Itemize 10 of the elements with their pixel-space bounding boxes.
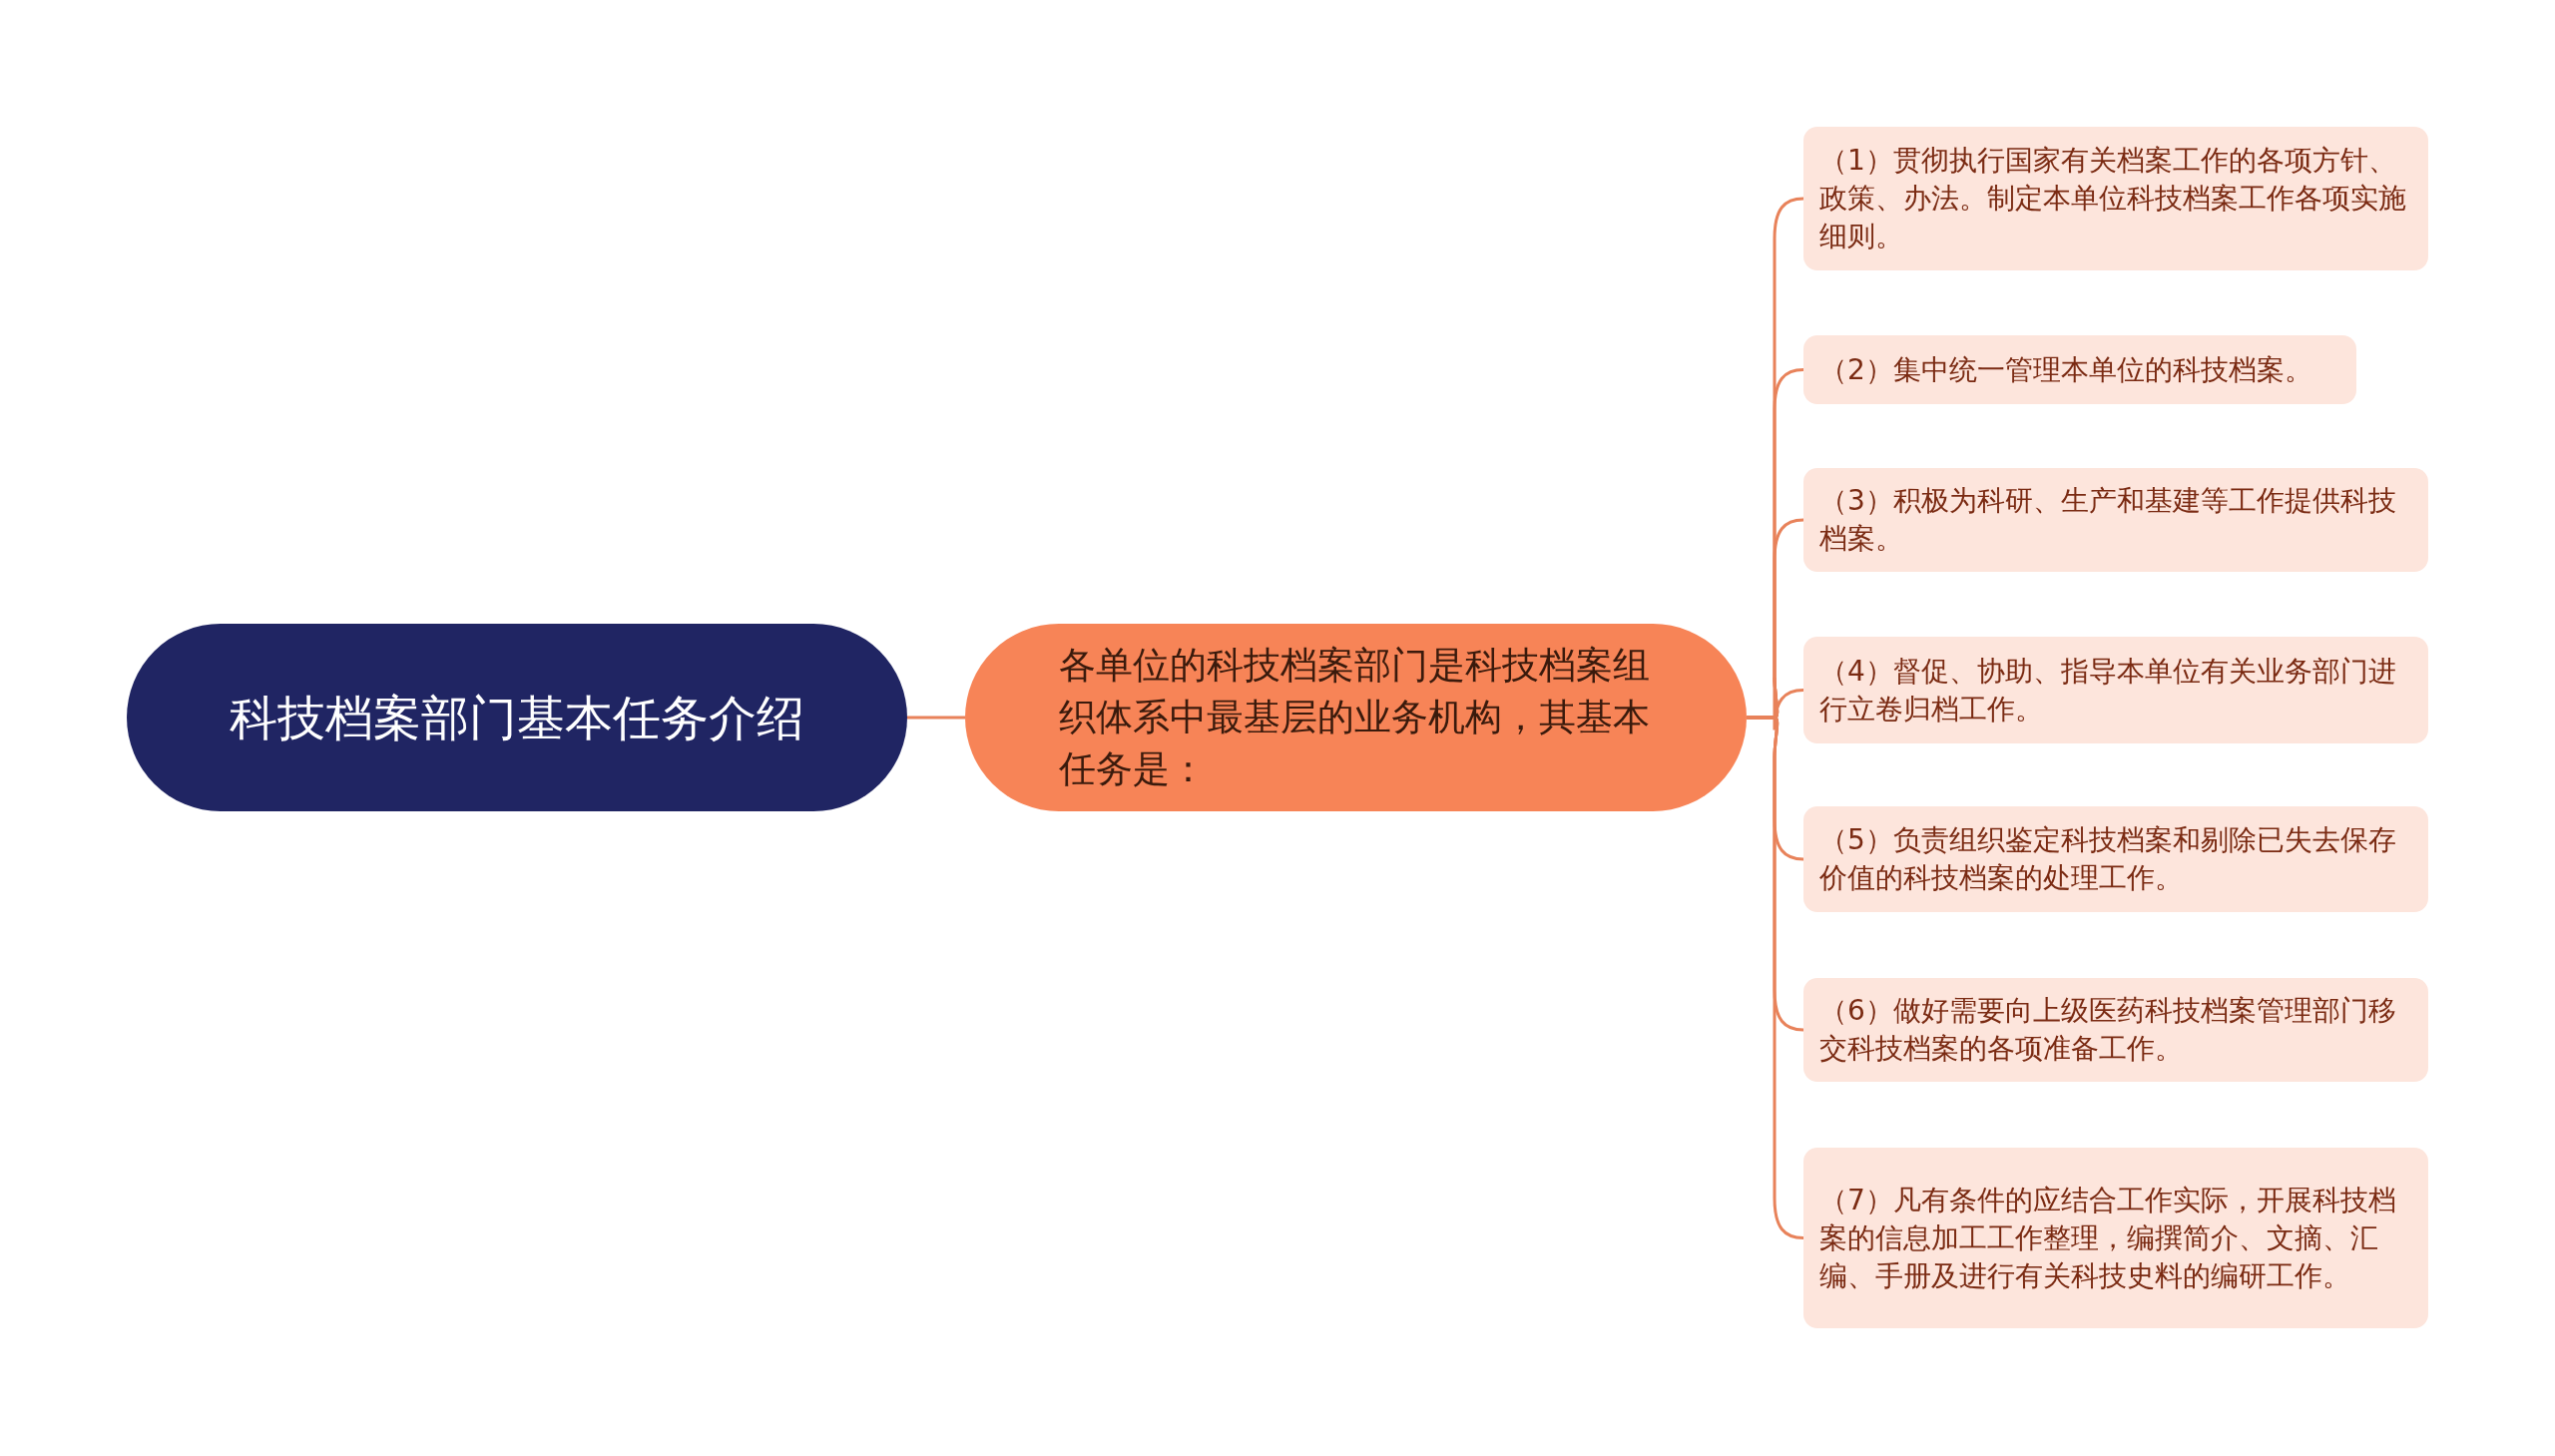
subtopic-box: （3）积极为科研、生产和基建等工作提供科技档案。 [1803,468,2428,572]
subtopic-box: （4）督促、协助、指导本单位有关业务部门进行立卷归档工作。 [1803,637,2428,743]
subtopic-box: （7）凡有条件的应结合工作实际，开展科技档案的信息加工工作整理，编撰简介、文摘、汇编、手册及进行有关科技史料的编研工作。 [1803,1148,2428,1328]
topic-box: 各单位的科技档案部门是科技档案组织体系中最基层的业务机构，其基本任务是： [965,624,1747,811]
connector-line [907,716,965,720]
topic-box: 科技档案部门基本任务介绍 [127,624,907,811]
subtopic-box: （6）做好需要向上级医药科技档案管理部门移交科技档案的各项准备工作。 [1803,978,2428,1082]
subtopic-box: （2）集中统一管理本单位的科技档案。 [1803,335,2356,404]
subtopic-box: （5）负责组织鉴定科技档案和剔除已失去保存价值的科技档案的处理工作。 [1803,806,2428,912]
subtopic-box: （1）贯彻执行国家有关档案工作的各项方针、政策、办法。制定本单位科技档案工作各项实施细则。 [1803,127,2428,270]
